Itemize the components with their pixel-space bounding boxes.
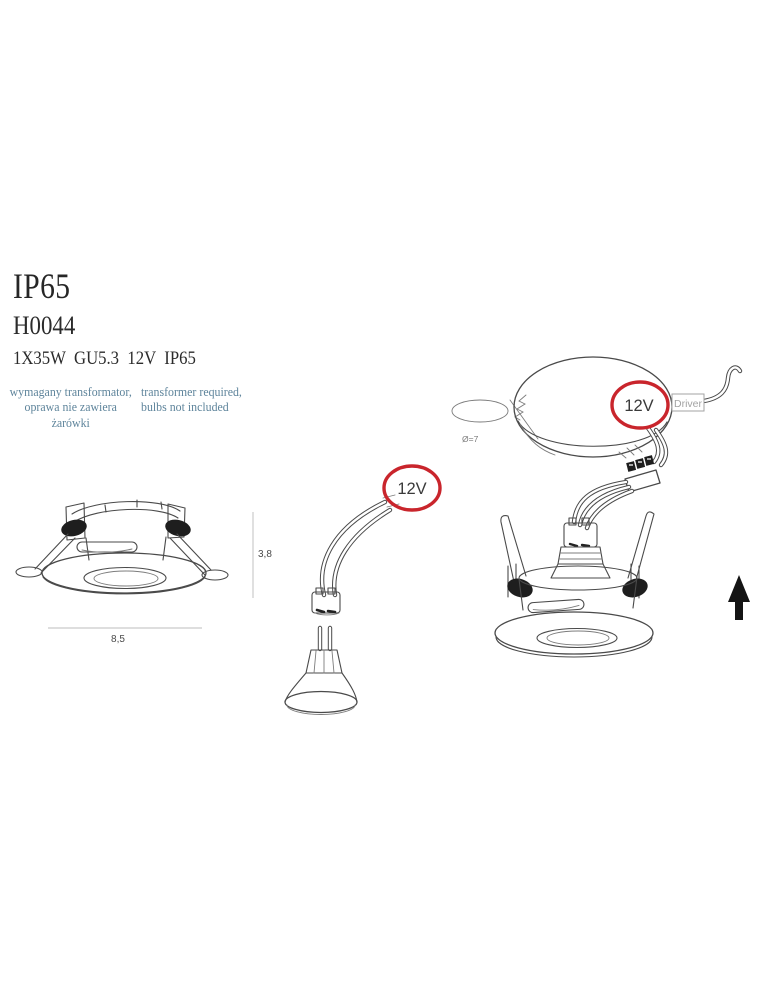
- spring-pivot-left: [61, 519, 87, 537]
- driver-label: Driver: [674, 399, 703, 410]
- cutout-diameter-label: Ø=7: [462, 434, 479, 444]
- spring-pivot-right: [622, 578, 648, 598]
- voltage-badge-label: 12V: [397, 480, 426, 498]
- fixture-assembly: [494, 511, 655, 658]
- spring-clip-left: [15, 533, 76, 578]
- voltage-badge: 12V: [382, 464, 442, 512]
- side-view-drawing: 3,8 8,5: [15, 499, 272, 645]
- note-english-line1: transformer required,: [141, 385, 242, 399]
- note-polish: wymagany transformator, oprawa nie zawie…: [8, 385, 133, 431]
- model-number: H0044: [13, 311, 76, 340]
- spring-clip-left: [500, 515, 527, 583]
- note-english-line2: bulbs not included: [141, 400, 229, 415]
- fixture-wires: [571, 479, 635, 531]
- transformer-notes: wymagany transformator, oprawa nie zawie…: [8, 385, 242, 431]
- ceiling-cutout: Ø=7: [451, 394, 539, 444]
- note-english: transformer required, bulbs not included: [141, 385, 242, 431]
- voltage-badge-label: 12V: [624, 397, 653, 415]
- assembly-drawing: Ø=7 12V Driver: [451, 356, 750, 658]
- downlight-side-outline: [15, 499, 229, 595]
- note-polish-line2: oprawa nie zawiera żarówki: [24, 400, 117, 430]
- spring-pivot-right: [165, 519, 191, 537]
- dimension-diameter-label: 8,5: [111, 634, 125, 645]
- voltage-badge-circle: [610, 380, 670, 430]
- lamp-detail-drawing: 12V: [284, 464, 442, 715]
- dimension-height: 3,8: [252, 512, 272, 598]
- terminal-block: [618, 444, 661, 493]
- voltage-badge: 12V: [610, 380, 670, 430]
- driver-box: Driver: [671, 365, 743, 412]
- socket-wires: [319, 494, 400, 598]
- spring-clip-right: [169, 533, 229, 581]
- gu53-socket: [311, 587, 341, 616]
- protection-rating-title: IP65: [13, 266, 71, 306]
- dimension-height-label: 3,8: [258, 549, 272, 560]
- note-polish-line1: wymagany transformator,: [9, 385, 132, 399]
- canopy-wires: [645, 425, 669, 468]
- voltage-badge-circle: [382, 464, 442, 512]
- spring-clip-right: [627, 511, 655, 581]
- dimension-diameter: 8,5: [48, 627, 202, 645]
- up-arrow-icon: [728, 575, 750, 620]
- mr16-bulb: [284, 625, 358, 715]
- specs-line: 1X35W GU5.3 12V IP65: [13, 348, 196, 369]
